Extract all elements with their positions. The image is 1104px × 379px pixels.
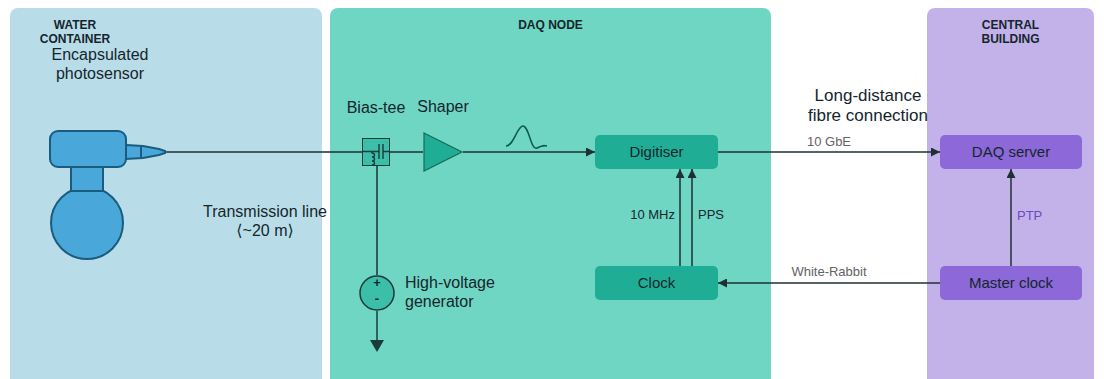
link-annotation: Long-distance fibre connection: [800, 86, 936, 127]
connector-label: White-Rabbit: [779, 264, 879, 280]
connector: [390, 151, 423, 153]
region-heading: CENTRAL BUILDING: [955, 18, 1066, 47]
region-band: [927, 8, 1094, 379]
region-heading: DAQ NODE: [330, 18, 771, 32]
component-label: Bias-tee: [347, 98, 406, 117]
component-label: High-voltage generator: [405, 273, 515, 311]
connector: [165, 151, 362, 153]
connector: [718, 282, 940, 284]
bias-tee-box: Bias-tee: [362, 138, 390, 166]
photosensor: Encapsulated photosensor: [35, 45, 165, 262]
connector: [718, 151, 940, 153]
region-band: CENTRAL BUILDING DAQ serverMaster clock: [927, 8, 1094, 379]
box-label: Digitiser: [629, 143, 683, 161]
connector: [376, 166, 378, 275]
ground-wire: [376, 311, 378, 340]
region-band: DAQ NODEBias-teeShaperDigitiserClockHigh…: [330, 8, 771, 379]
ground-symbol: [370, 340, 384, 352]
process-box: DAQ server: [940, 135, 1082, 169]
polarity-sign: +: [370, 276, 384, 289]
sensor-label: Encapsulated photosensor: [35, 45, 165, 83]
connector-label: PPS: [698, 207, 738, 223]
region-band: WATER CONTAINEREncapsulated photosensor: [10, 8, 322, 379]
connector-label: 10 GbE: [789, 134, 869, 150]
connector-label: Transmission line ⟨~20 m⟩: [195, 202, 335, 240]
connector-label: PTP: [1017, 208, 1057, 224]
region-band: [10, 8, 322, 379]
process-box: Clock: [595, 266, 718, 300]
region-heading: WATER CONTAINER: [25, 18, 125, 47]
region-band: [330, 8, 771, 379]
connector-label: 10 MHz: [605, 207, 675, 223]
box-label: DAQ server: [972, 143, 1050, 161]
connector: [691, 169, 693, 266]
process-box: Digitiser: [595, 135, 718, 169]
pulse-waveform: [506, 126, 547, 148]
box-label: Master clock: [969, 274, 1053, 292]
component-label: Shaper: [417, 97, 469, 116]
connector: [463, 151, 595, 153]
polarity-sign: -: [370, 292, 384, 305]
process-box: Master clock: [940, 266, 1082, 300]
shaper-amplifier: Shaper: [423, 132, 463, 172]
amplifier-triangle: [423, 132, 463, 172]
bias-tee-symbol: [363, 139, 391, 167]
connector: [679, 169, 681, 266]
box-label: Clock: [638, 274, 676, 292]
connector: [1010, 169, 1012, 266]
